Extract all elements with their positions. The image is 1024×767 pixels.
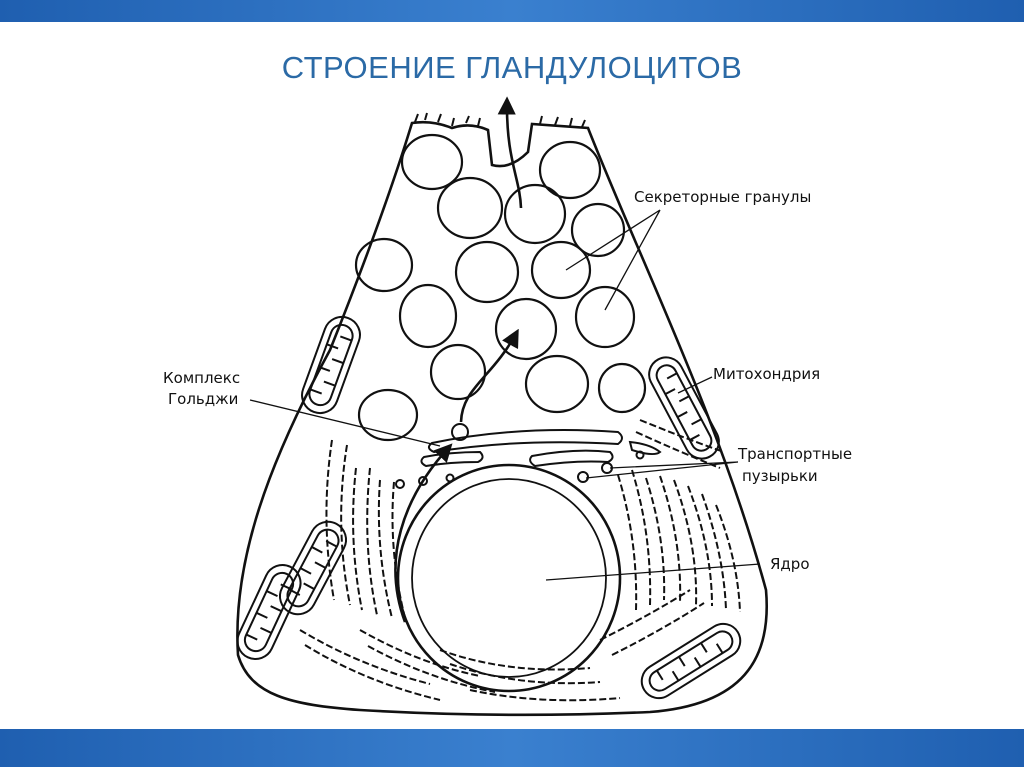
granule: [574, 285, 636, 349]
granule: [503, 183, 567, 245]
rough-er: [299, 439, 705, 702]
transport-vesicle: [577, 471, 589, 483]
leader-golgi: [249, 399, 441, 447]
granule: [494, 297, 558, 361]
label-nucleus: Ядро: [770, 555, 810, 573]
mitochondrion: [640, 622, 742, 700]
er-to-golgi-arrow: [394, 443, 453, 623]
label-golgi-line2: Гольджи: [168, 390, 238, 408]
label-golgi-line1: Комплекс: [163, 369, 240, 387]
leader-vesicles: [585, 461, 739, 479]
diagram-labels: Секреторные гранулы Митохондрия Комплекс…: [163, 188, 852, 573]
secretion-pathway: [394, 96, 523, 623]
granule: [454, 240, 520, 304]
cell-membrane: [236, 120, 769, 717]
granule: [538, 140, 602, 200]
golgi-complex: [395, 423, 662, 489]
leader-nucleus: [545, 563, 761, 581]
granule: [357, 388, 419, 442]
leader-lines: [249, 209, 761, 581]
granule: [436, 176, 504, 240]
golgi-vesicle: [395, 479, 405, 489]
granule: [570, 202, 626, 258]
granule: [597, 362, 647, 414]
granule: [398, 283, 458, 349]
granule: [530, 240, 592, 300]
exocytosis-arrow: [497, 96, 523, 209]
granule: [524, 354, 590, 414]
granule: [400, 133, 464, 191]
leader-mitochondria: [677, 376, 713, 394]
leader-granules: [565, 209, 661, 311]
bottom-accent-band: [0, 729, 1024, 767]
label-granules: Секреторные гранулы: [634, 188, 811, 206]
slide-title: СТРОЕНИЕ ГЛАНДУЛОЦИТОВ: [281, 50, 743, 85]
top-accent-band: [0, 0, 1024, 22]
label-mitochondria: Митохондрия: [713, 365, 820, 383]
golgi-vesicle: [418, 476, 428, 486]
mitochondrion: [301, 315, 361, 415]
rough-er: [617, 419, 741, 613]
label-vesicles-line1: Транспортные: [737, 445, 852, 463]
mitochondrion: [236, 563, 302, 661]
golgi-to-granule-arrow: [459, 328, 519, 423]
transport-vesicles: [577, 462, 613, 483]
mitochondrion: [278, 520, 348, 616]
nucleus: [396, 463, 622, 693]
microvilli: [414, 112, 586, 128]
mitochondrion: [648, 356, 720, 460]
golgi-vesicle: [451, 423, 469, 441]
secretory-granules: [354, 133, 647, 442]
label-vesicles-line2: пузырьки: [742, 467, 818, 485]
granule: [429, 343, 487, 401]
granule: [354, 237, 414, 293]
golgi-vesicle: [635, 450, 645, 460]
mitochondria: [236, 315, 742, 700]
